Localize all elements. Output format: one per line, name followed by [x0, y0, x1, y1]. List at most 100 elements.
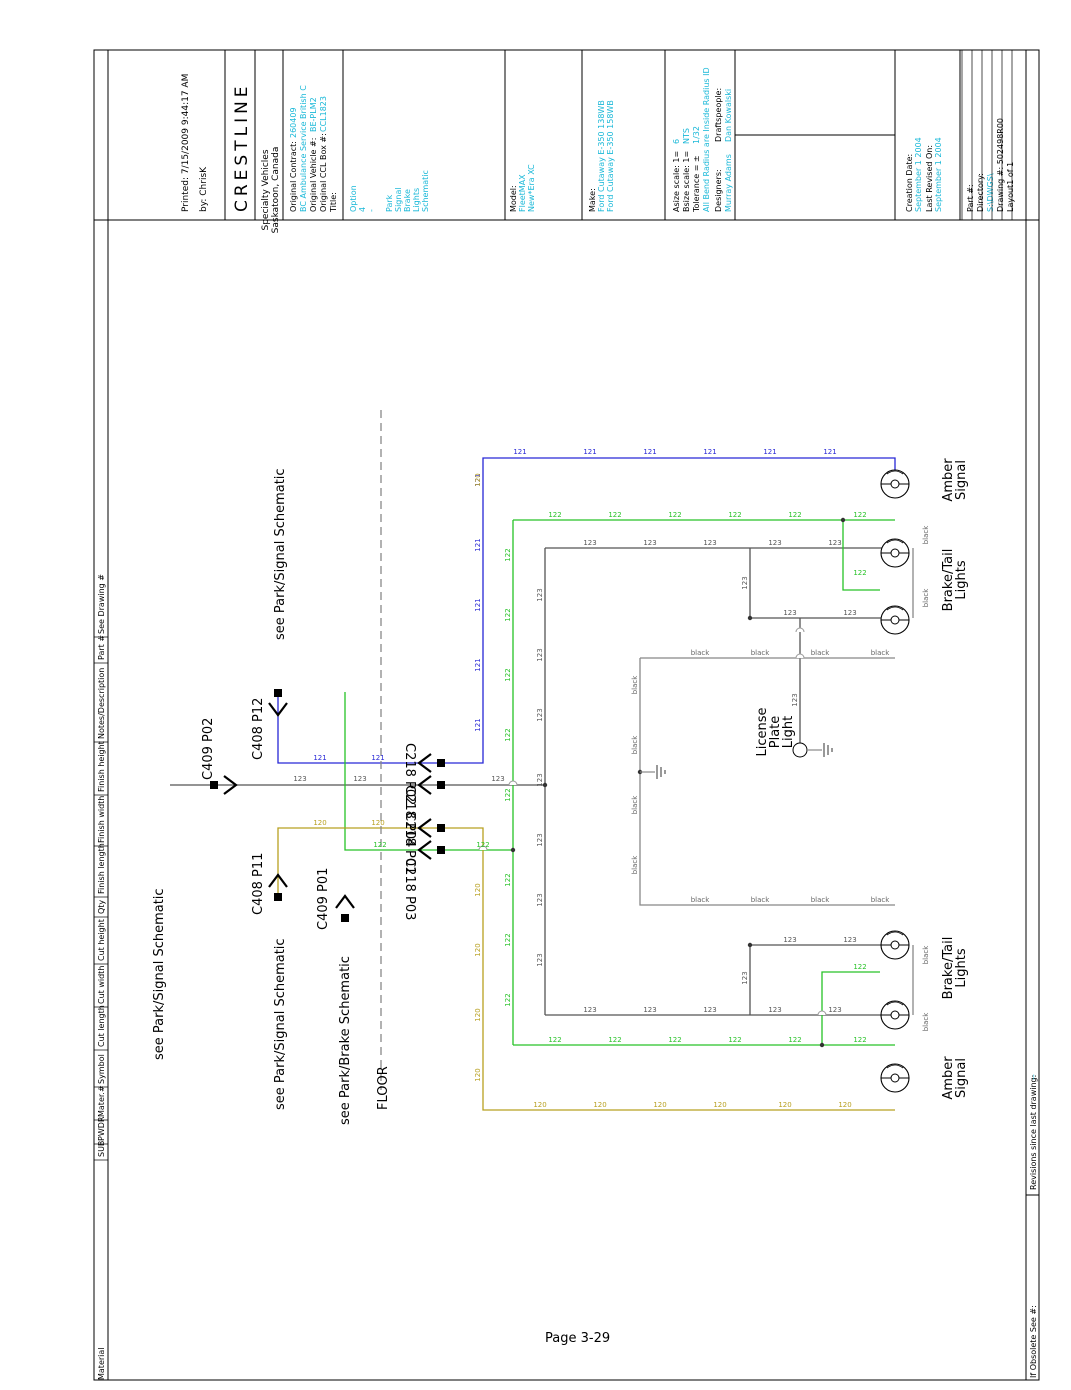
orig-contract-label: Original Contract: — [289, 141, 298, 212]
lamp-brake-tail-top-1 — [880, 538, 910, 568]
schematic-labels: see Park/Signal Schematic C409 P02 C408 … — [152, 458, 969, 1125]
amber-signal-bot-1: Amber — [941, 1056, 956, 1100]
tolerance-value: 1/32 — [692, 126, 701, 144]
label-122-v-28: 122 — [504, 873, 512, 886]
make-line-2: Ford Cutaway E-350 158WB — [606, 100, 615, 212]
label-black-bot-65: black — [811, 896, 831, 904]
label-122-v-29: 122 — [504, 933, 512, 946]
label-120-h1: 120 — [313, 819, 326, 827]
lamp-brake-tail-top-1-arc — [886, 539, 904, 544]
asize-value: 6 — [672, 139, 681, 144]
crossover-1 — [478, 845, 488, 851]
brake-tail-bot-2: Lights — [954, 948, 969, 987]
conn-c408-p11 — [268, 873, 288, 901]
column-header-12: Part # — [97, 635, 106, 660]
brake-tail-top-2: Lights — [954, 560, 969, 599]
crossover-2 — [795, 653, 805, 659]
title-line-8: Schematic — [421, 170, 430, 212]
label-123-v-42: 123 — [536, 648, 544, 661]
revised-label: Last Revised On: — [925, 145, 934, 212]
crossover-4 — [817, 1010, 827, 1016]
label-120-v-55: 120 — [474, 883, 482, 896]
label-122-v-30: 122 — [504, 993, 512, 1006]
title-line-2: - — [367, 209, 376, 212]
brake-tail-bot-1: Brake/Tail — [941, 937, 956, 1000]
amber-signal-top-1: Amber — [941, 458, 956, 502]
crossover-3 — [795, 627, 805, 633]
label-123-vb2: 123 — [741, 971, 749, 984]
lamp-amber-signal-top — [880, 469, 910, 499]
junction-dot-5 — [819, 1042, 825, 1048]
amber-signal-top-2: Signal — [954, 460, 969, 500]
label-121-2: 121 — [643, 448, 656, 456]
orig-vehicle-value: BE-PLM2 — [309, 97, 318, 132]
bsize-value: NTS — [682, 128, 691, 144]
label-122-v-24: 122 — [504, 608, 512, 621]
conn-c409-p01 — [335, 894, 355, 922]
label-121-4: 121 — [763, 448, 776, 456]
tolerance-label: Tolerance = ± — [692, 155, 701, 213]
conn-c408-p11-pin — [274, 893, 282, 901]
lamp-brake-tail-bot-1-arc — [886, 931, 904, 936]
lamp-amber-signal-top-filament — [890, 479, 900, 489]
lamp-brake-tail-bot-1 — [880, 930, 910, 960]
connector-c408-p12: C408 P12 — [251, 698, 266, 760]
label-120-50: 120 — [653, 1101, 666, 1109]
lamp-amber-signal-bot-filament — [890, 1073, 900, 1083]
draftspeople-label: Draftspeople: — [714, 88, 723, 142]
label-123-bb: 123 — [783, 936, 796, 944]
label-122-bot-17: 122 — [548, 1036, 561, 1044]
junction-dot-1 — [510, 847, 516, 853]
junction-dot-3 — [747, 942, 753, 948]
label-122-v-23: 122 — [504, 548, 512, 561]
tolerance-note: All Bend Radius are Inside Radius ID — [702, 67, 711, 212]
label-123-top-34: 123 — [768, 539, 781, 547]
ground-symbol-main — [656, 765, 666, 779]
label-black-top-61: black — [811, 649, 831, 657]
label-121-1: 121 — [583, 448, 596, 456]
lamp-amber-signal-top-arc — [886, 470, 904, 475]
wire-network — [170, 410, 914, 1111]
creation-value: September 1 2004 — [914, 137, 923, 212]
see-park-signal-p12: see Park/Signal Schematic — [273, 468, 288, 640]
label-122-top-12: 122 — [608, 511, 621, 519]
directory-value: S:\DWGS\ — [986, 173, 995, 212]
label-123-tb2: 123 — [843, 609, 856, 617]
label-123-v-47: 123 — [536, 953, 544, 966]
column-header-2: Mater.# — [97, 1085, 106, 1117]
label-121-v-7: 121 — [474, 538, 482, 551]
lamp-brake-tail-bot-2-filament — [890, 1010, 900, 1020]
company-line1: Specialty Vehicles — [261, 149, 271, 230]
conn-c408-p11-arrow — [268, 873, 288, 888]
label-122-h2: 122 — [476, 841, 489, 849]
label-120-v-57: 120 — [474, 1008, 482, 1021]
label-123-v-45: 123 — [536, 833, 544, 846]
label-121-h1: 121 — [313, 754, 326, 762]
conn-c409-p01-pin — [341, 914, 349, 922]
company-logo: CRESTLINE — [232, 82, 252, 212]
label-123-v-44: 123 — [536, 773, 544, 786]
amber-signal-bot-2: Signal — [954, 1058, 969, 1098]
label-123-h1: 123 — [293, 775, 306, 783]
orig-contract-value: 260409 — [289, 107, 298, 138]
label-black-l4: black — [922, 1012, 930, 1032]
obsolete-label: If Obsolete See #: — [1029, 1305, 1038, 1378]
conn-c408-p12-pin — [274, 689, 282, 697]
title-label: Title: — [329, 192, 338, 213]
see-park-signal-top: see Park/Signal Schematic — [152, 888, 167, 1060]
label-123-lic: 123 — [791, 693, 799, 706]
connector-c408-p11: C408 P11 — [251, 853, 266, 915]
column-header-4: Cut length — [97, 1005, 106, 1047]
title-line-5: Signal — [394, 187, 403, 212]
make-line-1: Ford Cutaway E-350 138WB — [597, 100, 606, 212]
wire-122-bot-branch — [821, 971, 880, 1045]
column-header-1: PWDR — [97, 1116, 106, 1141]
directory-label: Directory: — [976, 173, 985, 212]
title-line-7: Lights — [412, 188, 421, 212]
label-120-v-56: 120 — [474, 943, 482, 956]
conn-c218-p02 — [417, 753, 445, 773]
conn-c218-p01-arrow — [417, 818, 432, 838]
